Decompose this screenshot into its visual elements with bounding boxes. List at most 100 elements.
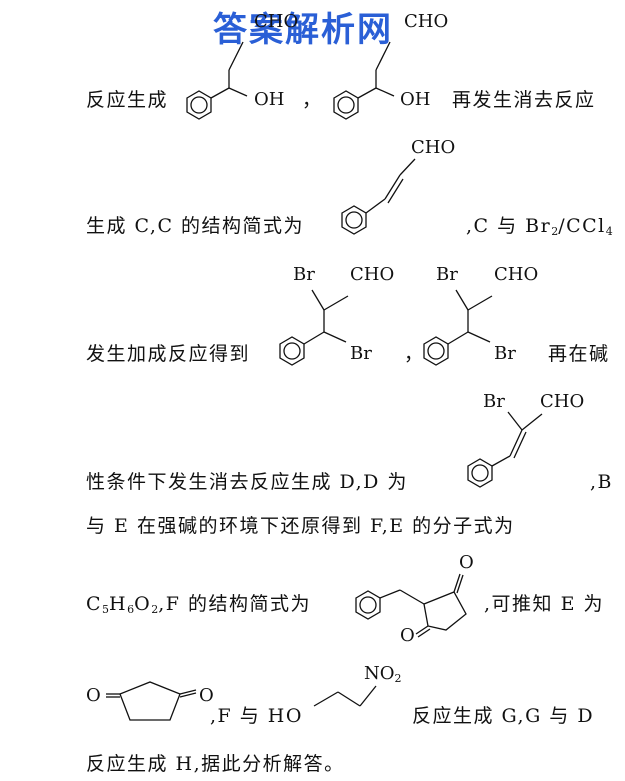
label-oh-1: OH	[254, 89, 285, 110]
text-line-7: ,F 与 HO	[210, 704, 303, 728]
text-segment: H	[109, 593, 128, 615]
subscript: 2	[551, 225, 559, 238]
bond	[228, 87, 248, 97]
text-line-3: 发生加成反应得到	[86, 342, 250, 366]
label-br-5: Br	[483, 391, 505, 412]
text-segment: ，	[302, 89, 323, 111]
molecule-dibromide-1	[279, 289, 349, 366]
bond	[455, 289, 469, 311]
bond	[447, 331, 469, 345]
text-segment: ,F 的结构简式为	[158, 593, 311, 615]
label-br-2: Br	[350, 343, 372, 364]
bond	[228, 41, 244, 71]
bond	[521, 413, 543, 431]
text-segment: 发生加成反应得到	[86, 343, 251, 365]
text-segment: 再发生消去反应	[452, 89, 596, 111]
benzene-ring-circle	[190, 96, 208, 114]
label-o-3: O	[86, 685, 101, 706]
label-o-4: O	[199, 685, 214, 706]
subscript: 6	[127, 603, 135, 616]
text-line-5: 与 E 在强碱的环境下还原得到 F,E 的分子式为	[86, 515, 515, 537]
text-segment: 反应生成	[86, 89, 169, 111]
benzene-ring	[355, 590, 381, 620]
text-segment: ，	[404, 343, 425, 365]
text-segment: ,C 与 Br	[466, 215, 552, 237]
cyclopentane-ring	[423, 591, 467, 631]
bond	[399, 589, 425, 605]
label-o-1: O	[459, 552, 474, 573]
text-line-2-end: ,C 与 Br2/CCl4	[466, 214, 613, 244]
double-bond	[513, 431, 527, 459]
double-bond	[384, 174, 401, 200]
label-cho-4: CHO	[350, 264, 395, 285]
label-br-3: Br	[436, 264, 458, 285]
subscript: 2	[151, 603, 159, 616]
text-segment: 反应生成 G,G 与 D	[412, 705, 595, 727]
text-line-1-comma: ，	[302, 88, 323, 112]
subscript: 4	[605, 225, 613, 238]
benzene-ring-circle	[337, 96, 355, 114]
molecule-e	[106, 681, 197, 721]
benzene-ring	[279, 336, 305, 366]
bond	[375, 41, 391, 71]
benzene-ring-circle	[471, 464, 489, 482]
bond	[375, 87, 395, 97]
label-cho-2: CHO	[404, 11, 449, 32]
text-segment: ,F 与 HO	[210, 705, 303, 727]
label-oh-2: OH	[400, 89, 431, 110]
text-segment: 生成 C,C 的结构简式为	[86, 215, 305, 237]
bond	[323, 331, 347, 343]
benzene-ring-circle	[359, 596, 377, 614]
label-cho-6: CHO	[540, 391, 585, 412]
bond	[507, 411, 523, 431]
molecule-hydroxy-aldehyde-2	[333, 41, 395, 120]
bond	[365, 198, 386, 214]
bond	[303, 331, 325, 345]
text-line-4: 性条件下发生消去反应生成 D,D 为	[86, 470, 408, 494]
bond	[359, 685, 377, 707]
molecule-dibromide-2	[423, 289, 493, 366]
bond	[311, 289, 325, 311]
subscript: 5	[102, 603, 110, 616]
molecule-f	[355, 573, 467, 638]
benzene-ring-circle	[283, 342, 301, 360]
double-bond	[387, 178, 404, 204]
text-line-6-end: ,可推知 E 为	[484, 592, 604, 616]
label-br-4: Br	[494, 343, 516, 364]
label-no2: NO2	[364, 663, 402, 686]
carbonyl-bond	[179, 692, 197, 698]
bond	[357, 87, 377, 99]
bond	[379, 589, 401, 599]
bond	[313, 691, 339, 707]
carbonyl-bond	[456, 574, 464, 594]
carbonyl-bond	[415, 625, 429, 635]
cyclopentane-ring	[119, 681, 181, 721]
molecule-d	[467, 411, 543, 488]
bond	[491, 455, 511, 467]
label-o-2: O	[400, 625, 415, 646]
benzene-ring	[333, 90, 359, 120]
bond	[467, 295, 493, 311]
text-line-1: 反应生成	[86, 88, 168, 112]
benzene-ring-circle	[427, 342, 445, 360]
text-line-2: 生成 C,C 的结构简式为	[86, 214, 304, 238]
text-line-1-end: 再发生消去反应	[452, 88, 596, 112]
label-cho-1: CHO	[254, 11, 299, 32]
benzene-ring-circle	[345, 211, 363, 229]
text-segment: /CCl	[558, 215, 606, 237]
bond	[467, 331, 491, 343]
text-line-3-end: 再在碱	[548, 342, 610, 366]
text-line-3-comma: ，	[404, 342, 425, 366]
benzene-ring	[423, 336, 449, 366]
text-line-8: 反应生成 H,据此分析解答。	[86, 753, 345, 775]
molecule-nitroethanol	[313, 685, 377, 707]
bond	[323, 295, 349, 311]
text-segment: 性条件下发生消去反应生成 D,D 为	[86, 471, 408, 493]
text-line-7-end: 反应生成 G,G 与 D	[412, 704, 594, 728]
molecule-hydroxy-aldehyde-1	[186, 41, 248, 120]
text-segment: C	[86, 593, 103, 615]
text-segment: 再在碱	[548, 343, 610, 365]
benzene-ring	[341, 205, 367, 235]
benzene-ring	[186, 90, 212, 120]
text-segment: O	[134, 593, 152, 615]
